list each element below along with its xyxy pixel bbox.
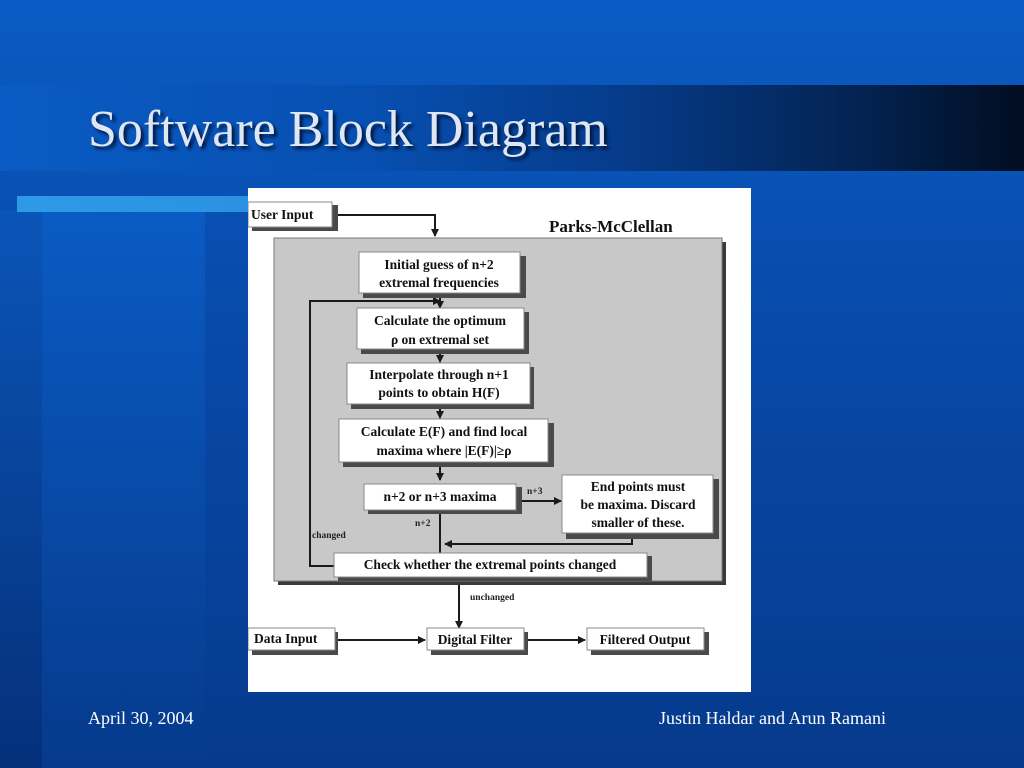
svg-text:Filtered Output: Filtered Output bbox=[600, 632, 691, 647]
label-n2: n+2 bbox=[415, 519, 431, 529]
footer-authors: Justin Haldar and Arun Ramani bbox=[659, 708, 886, 728]
footer-date: April 30, 2004 bbox=[88, 708, 194, 728]
svg-text:Calculate E(F) and find local: Calculate E(F) and find local bbox=[361, 424, 528, 439]
calculate-optimum-box: Calculate the optimum ρ on extremal set bbox=[356, 307, 529, 354]
svg-text:Interpolate through n+1: Interpolate through n+1 bbox=[369, 367, 509, 382]
initial-guess-box: Initial guess of n+2 extremal frequencie… bbox=[358, 251, 526, 298]
digital-filter-box: Digital Filter bbox=[426, 627, 528, 655]
calculate-ef-box: Calculate E(F) and find local maxima whe… bbox=[338, 418, 554, 467]
interpolate-box: Interpolate through n+1 points to obtain… bbox=[346, 362, 534, 409]
svg-text:User Input: User Input bbox=[251, 207, 314, 222]
section-title: Parks-McClellan bbox=[549, 217, 673, 236]
svg-text:Data Input: Data Input bbox=[254, 631, 318, 646]
label-changed: changed bbox=[312, 531, 347, 541]
title-bar bbox=[0, 85, 1024, 171]
user-input-box: User Input bbox=[248, 201, 338, 231]
data-input-box: Data Input bbox=[248, 627, 338, 655]
diagram-svg: Parks-McClellan n+3 n+2 changed unchange… bbox=[248, 201, 726, 655]
filtered-output-box: Filtered Output bbox=[586, 627, 709, 655]
svg-text:Check whether the extremal poi: Check whether the extremal points change… bbox=[364, 557, 617, 572]
svg-text:ρ on extremal set: ρ on extremal set bbox=[391, 332, 490, 347]
accent-line bbox=[17, 196, 257, 212]
left-decor-band-inner bbox=[42, 210, 205, 768]
svg-text:maxima where |E(F)|≥ρ: maxima where |E(F)|≥ρ bbox=[376, 443, 511, 458]
svg-text:Calculate the optimum: Calculate the optimum bbox=[374, 313, 507, 328]
svg-text:be maxima. Discard: be maxima. Discard bbox=[580, 497, 696, 512]
label-n3: n+3 bbox=[527, 487, 543, 497]
svg-text:extremal frequencies: extremal frequencies bbox=[379, 275, 499, 290]
svg-text:Initial guess of n+2: Initial guess of n+2 bbox=[384, 257, 494, 272]
block-diagram: Parks-McClellan n+3 n+2 changed unchange… bbox=[248, 188, 751, 692]
svg-text:smaller of these.: smaller of these. bbox=[591, 515, 684, 530]
maxima-box: n+2 or n+3 maxima bbox=[363, 483, 522, 514]
left-decor-band bbox=[0, 210, 42, 768]
check-changed-box: Check whether the extremal points change… bbox=[333, 552, 652, 581]
end-points-box: End points must be maxima. Discard small… bbox=[561, 474, 719, 539]
svg-text:points to obtain H(F): points to obtain H(F) bbox=[378, 385, 499, 400]
label-unchanged: unchanged bbox=[470, 593, 515, 603]
slide-title: Software Block Diagram bbox=[88, 101, 608, 158]
svg-text:End points must: End points must bbox=[591, 479, 686, 494]
svg-text:n+2 or n+3 maxima: n+2 or n+3 maxima bbox=[383, 489, 496, 504]
svg-text:Digital Filter: Digital Filter bbox=[438, 632, 513, 647]
